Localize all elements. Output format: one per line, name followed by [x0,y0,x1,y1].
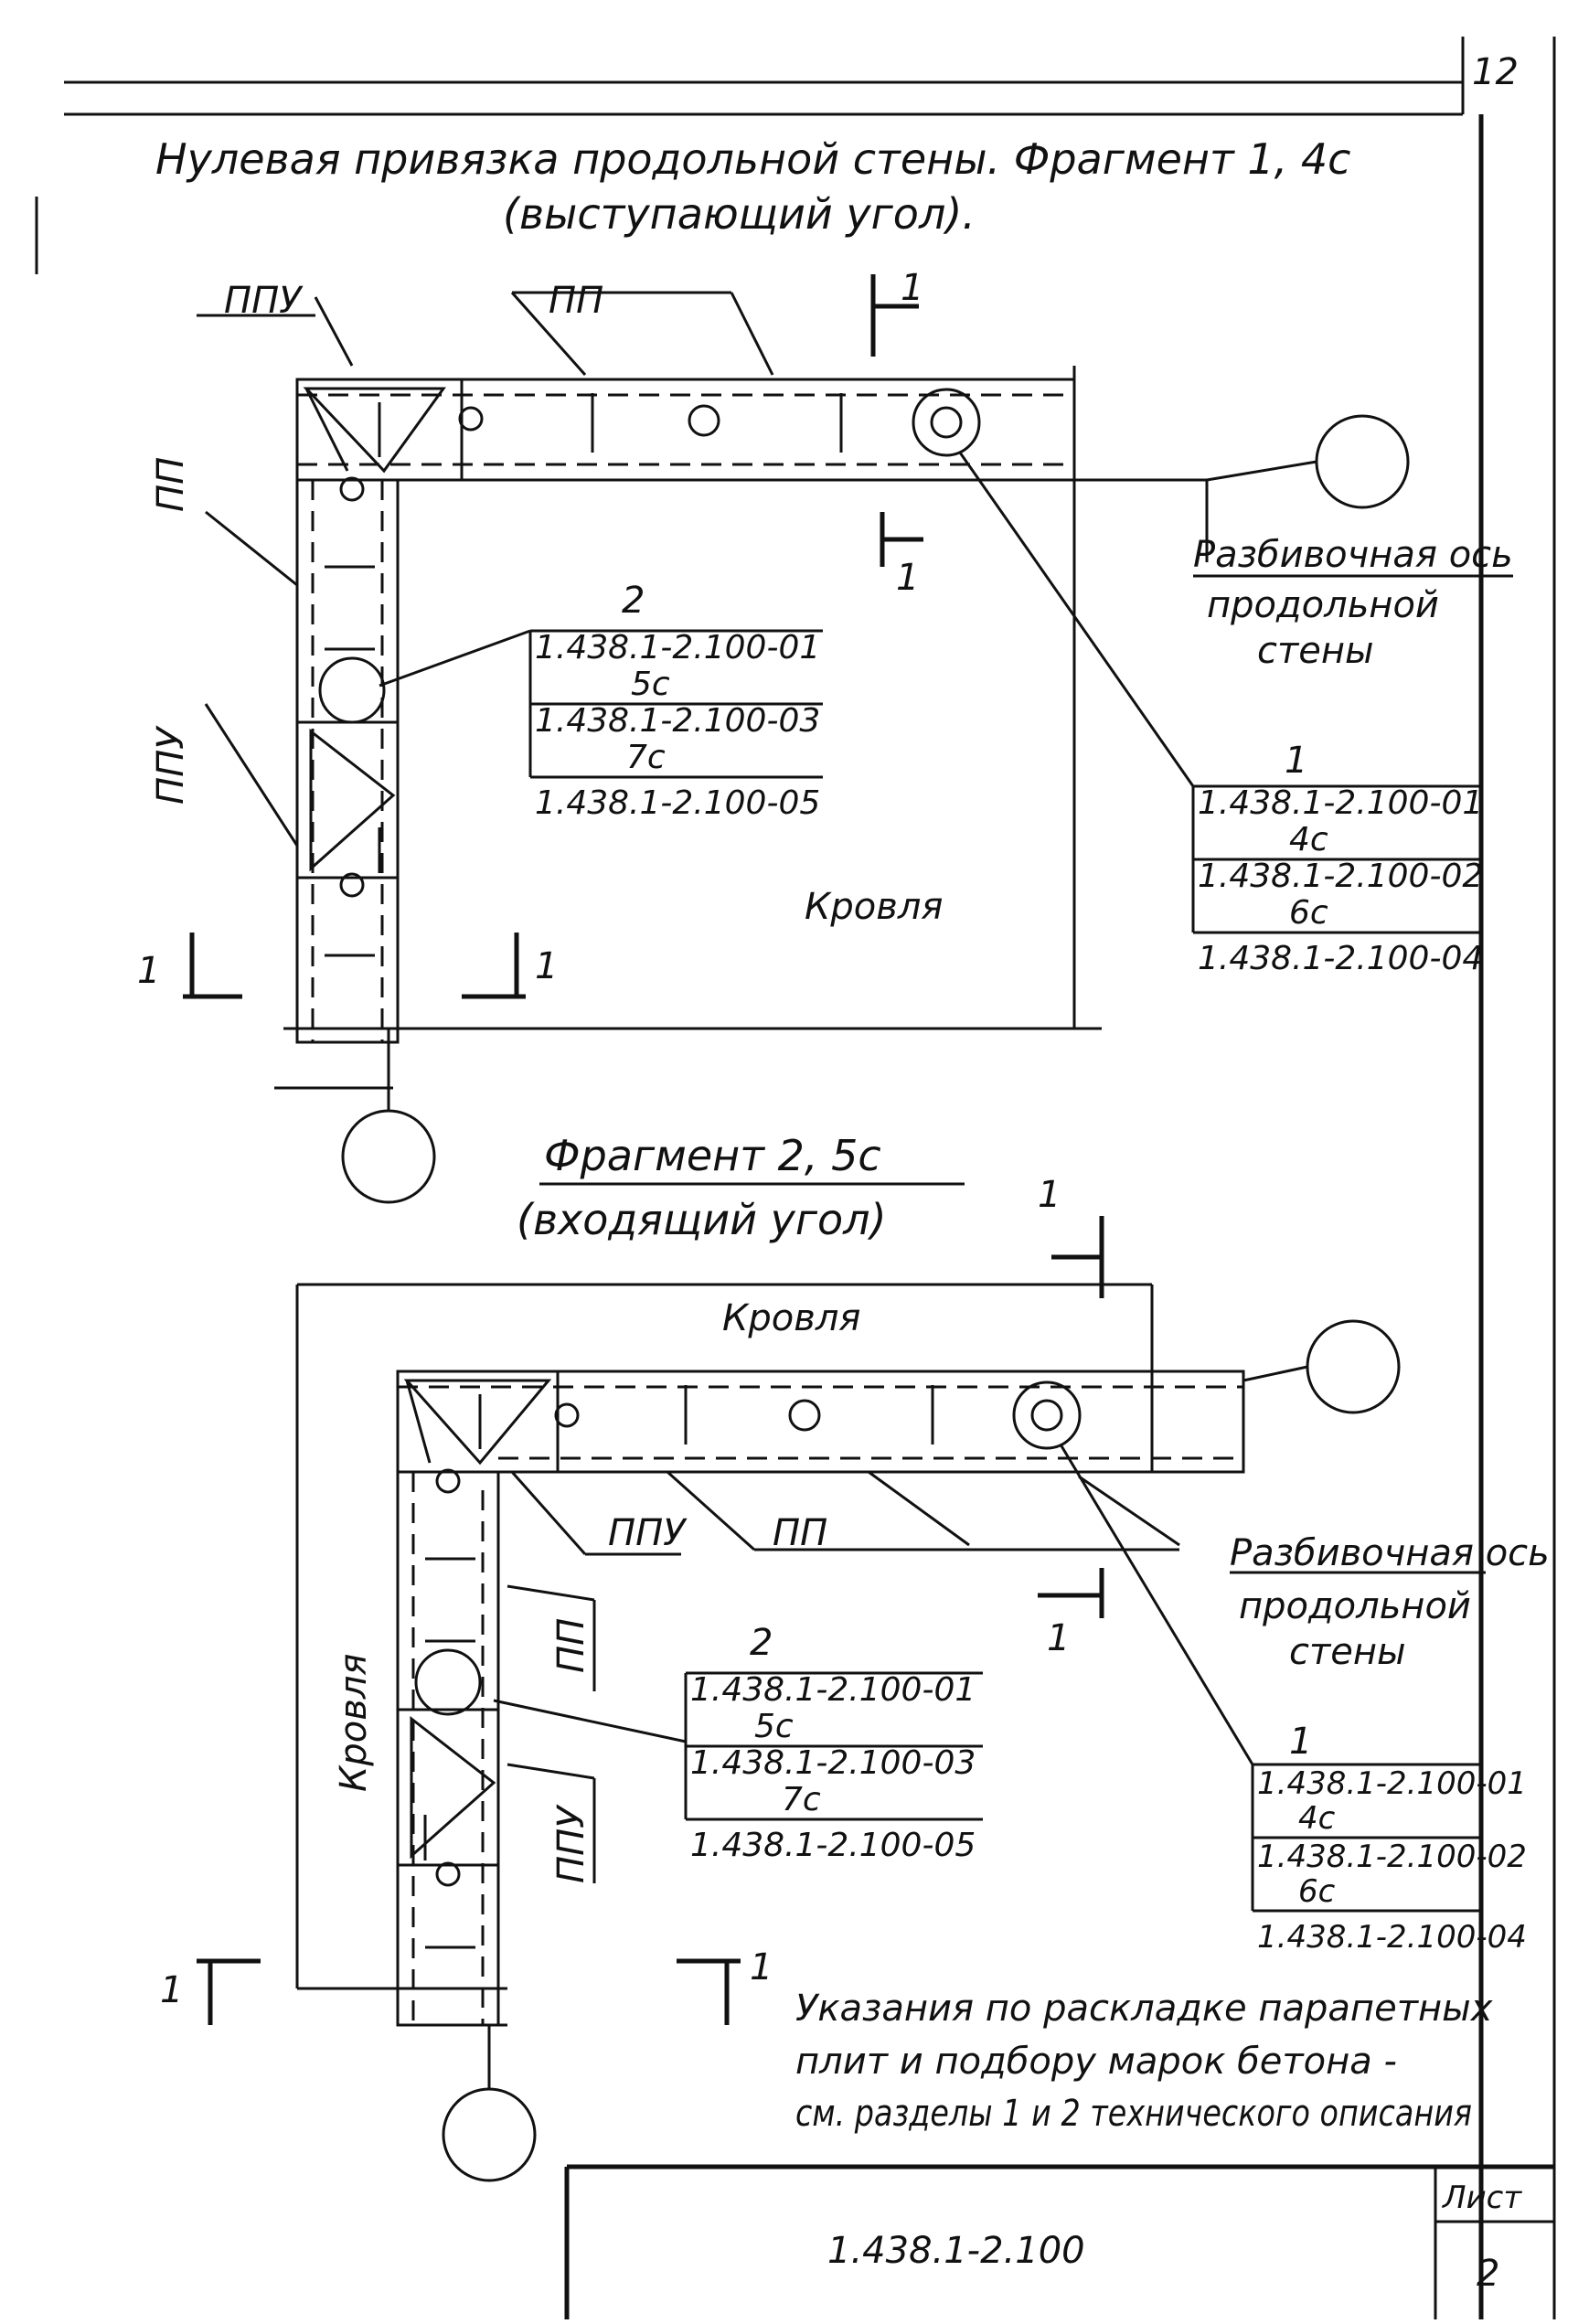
note-line2: плит и подбору марок бетона - [795,2041,1397,2083]
title-block-doc-code: 1.438.1-2.100 [827,2230,1085,2272]
title-block-list-label: Лист [1441,2180,1522,2216]
fragment-1-section-mark-right: 1 [535,945,558,987]
fragment-2-callout-right-row-5: 1.438.1-2.100-04 [1257,1919,1527,1956]
fragment-1-axis-marker-right [1315,414,1410,509]
fragment-1-label-ppu-left: ППУ [150,725,192,805]
fragment-2-callout-left-row-5: 1.438.1-2.100-05 [690,1827,976,1864]
fragment-2-label-pp-vert: ПП [550,1618,592,1673]
fragment-2-section-mark-left: 1 [160,1969,183,2011]
fragment-1-plan [183,274,1410,1204]
fragment-1-callout-left-row-2: 5с [631,666,670,703]
fragment-2-callout-left-row-1: 1.438.1-2.100-01 [690,1671,976,1709]
fragment-1-label-pp-left: ПП [150,457,192,512]
fragment-2-label-pp: ПП [773,1512,827,1554]
fragment-1-axis-label-line1: Разбивочная ось [1193,534,1513,576]
fragment-1-section-mark-top: 1 [901,267,923,309]
fragment-1-axis-marker-bottom [341,1109,436,1204]
title-block [564,2164,1554,2319]
fragment-2-callout-right-row-1: 1.438.1-2.100-01 [1257,1765,1527,1802]
fragment-1-axis-label-line3: стены [1257,630,1374,672]
fragment-1-section-mark-mid: 1 [896,557,919,599]
fragment-1-callout-right-row-4: 6с [1289,894,1328,932]
fragment-2-callout-right-row-3: 1.438.1-2.100-02 [1257,1839,1527,1875]
fragment-1-callout-left-row-3: 1.438.1-2.100-03 [535,702,820,740]
fragment-2-label-ppu-vert: ППУ [550,1804,592,1883]
fragment-1-label-pp-top: ПП [549,280,603,322]
fragment-2-section-mark-top: 1 [1038,1174,1061,1216]
fragment-1-callout-right-row-1: 1.438.1-2.100-01 [1198,784,1483,822]
note-line3: см. разделы 1 и 2 технического описания [795,2093,1472,2135]
fragment-1-callout-right [1191,784,1481,934]
fragment-2-callout-left-number: 2 [750,1622,773,1664]
fragment-2-callout-right-number: 1 [1289,1721,1312,1763]
fragment-2-section-mark-mid: 1 [1047,1617,1070,1659]
fragment-2-plan [197,1216,1401,2182]
fragment-1-callout-left-number: 2 [622,580,645,622]
fragment-1-label-ppu-top: ППУ [224,280,304,322]
fragment-1-callout-right-row-5: 1.438.1-2.100-04 [1198,940,1483,977]
sheet-corner-number: 12 [1472,51,1519,93]
fragment-2-callout-left-row-3: 1.438.1-2.100-03 [690,1744,976,1782]
fragment-2-callout-left-row-2: 5с [754,1708,794,1745]
fragment-2-axis-label-line2: продольной [1239,1585,1471,1627]
fragment-1-callout-left [528,629,823,779]
sheet-frame [35,37,1556,2319]
fragment-1-callout-left-row-1: 1.438.1-2.100-01 [535,629,820,666]
fragment-1-section-mark-left: 1 [137,950,160,992]
title-block-list-number: 2 [1477,2253,1499,2295]
fragment-1-anchor-large [912,388,981,457]
fragment-2-axis-label-line3: стены [1289,1631,1406,1673]
fragment-2-roof-label-top: Кровля [722,1297,860,1339]
fragment-2-callout-right-row-4: 6с [1298,1873,1336,1910]
fragment-1-roof-label: Кровля [805,886,943,928]
fragment-2-axis-marker-bottom [442,2087,537,2182]
fragment-1-callout-left-row-5: 1.438.1-2.100-05 [535,784,820,822]
fragment-1-callout-right-row-2: 4с [1289,821,1328,858]
fragment-1-callout-right-number: 1 [1285,740,1307,782]
fragment-2-roof-label-side: Кровля [333,1654,375,1792]
fragment-1-leader-ppu-top [314,296,354,367]
fragment-2-axis-marker-right [1306,1319,1401,1414]
page-title-line2: (выступающий угол). [503,189,976,239]
fragment-1-callout-right-row-3: 1.438.1-2.100-02 [1198,858,1483,895]
note-line1: Указания по раскладке парапетных [795,1988,1493,2030]
fragment-2-axis-label-line1: Разбивочная ось [1230,1532,1550,1574]
fragment-2-title-line2: (входящий угол) [517,1195,887,1244]
fragment-2-anchor-large [1012,1381,1082,1450]
fragment-2-title-line1: Фрагмент 2, 5с [544,1131,881,1180]
fragment-2-section-mark-right: 1 [750,1946,773,1988]
fragment-2-callout-left-row-4: 7с [782,1781,821,1818]
fragment-1-callout-left-row-4: 7с [626,739,666,776]
fragment-2-callout-right-row-2: 4с [1298,1800,1336,1837]
fragment-2-label-ppu: ППУ [608,1512,688,1554]
page-title-line1: Нулевая привязка продольной стены. Фрагм… [155,134,1350,184]
fragment-1-axis-label-line2: продольной [1207,584,1439,626]
fragment-2-callout-right [1251,1763,1481,1913]
fragment-2-callout-left [684,1671,983,1821]
